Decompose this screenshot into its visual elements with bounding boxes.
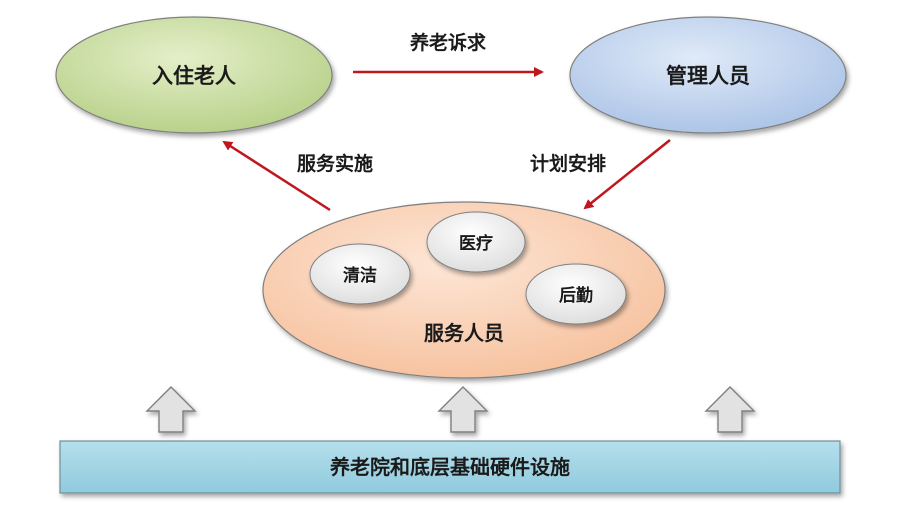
service-impl-label: 服务实施 xyxy=(297,152,373,175)
medical-node: 医疗 xyxy=(426,211,526,273)
planning-label: 计划安排 xyxy=(530,152,606,175)
cleaning-node: 清洁 xyxy=(309,243,411,305)
infrastructure-bar: 养老院和底层基础硬件设施 xyxy=(59,440,841,494)
logistics-node: 后勤 xyxy=(525,263,627,325)
managers-label: 管理人员 xyxy=(666,64,750,88)
up-arrow-left-icon xyxy=(145,386,197,433)
service-impl-edge: 服务实施 xyxy=(222,140,373,212)
up-arrow-center-icon xyxy=(437,386,489,433)
up-arrow-right-icon xyxy=(704,386,756,433)
managers-node: 管理人员 xyxy=(569,16,847,134)
planning-edge: 计划安排 xyxy=(530,139,671,210)
service-staff-label: 服务人员 xyxy=(424,321,504,345)
logistics-label: 后勤 xyxy=(559,286,593,306)
cleaning-label: 清洁 xyxy=(343,265,377,286)
residents-node: 入住老人 xyxy=(55,16,333,134)
medical-label: 医疗 xyxy=(459,233,493,254)
residents-label: 入住老人 xyxy=(152,64,236,88)
demands-edge: 养老诉求 xyxy=(353,31,544,77)
demands-label: 养老诉求 xyxy=(409,31,487,54)
infrastructure-label: 养老院和底层基础硬件设施 xyxy=(329,455,570,479)
